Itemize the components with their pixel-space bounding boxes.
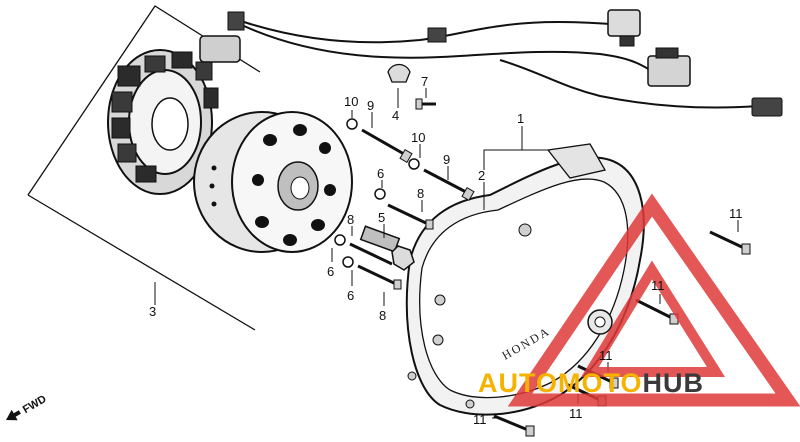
watermark-auto: AUTO	[478, 368, 558, 398]
fwd-direction-indicator: FWD	[6, 393, 49, 421]
callout-6: 6	[377, 166, 384, 181]
fwd-label: FWD	[21, 393, 49, 416]
watermark-hub: HUB	[643, 368, 705, 398]
callout-5: 5	[378, 210, 385, 225]
watermark-triangle	[507, 193, 800, 407]
callout-4: 4	[392, 108, 399, 123]
callout-6: 6	[327, 264, 334, 279]
crankcase-cover	[405, 143, 645, 416]
watermark-text: AUTOMOTOHUB	[478, 368, 704, 398]
callout-11: 11	[729, 206, 743, 221]
svg-text:AUTOMOTOHUB: AUTOMOTOHUB	[478, 368, 704, 398]
callout-11: 11	[473, 412, 487, 427]
callout-8: 8	[417, 186, 424, 201]
callout-3: 3	[149, 304, 156, 319]
stator-assembly	[27, 5, 261, 331]
callout-10: 10	[411, 130, 425, 145]
callout-11: 11	[599, 348, 613, 363]
callout-10: 10	[344, 94, 358, 109]
callout-8: 8	[347, 212, 354, 227]
callout-8: 8	[379, 308, 386, 323]
callout-9: 9	[443, 152, 450, 167]
fwd-arrow-icon	[6, 409, 21, 421]
callout-11: 11	[651, 278, 665, 293]
flywheel-rotor	[193, 111, 353, 253]
callout-11: 11	[569, 406, 583, 421]
hardware-parts	[334, 63, 751, 437]
leader-lines	[154, 88, 739, 419]
callout-6: 6	[347, 288, 354, 303]
callout-2: 2	[478, 168, 485, 183]
wire-harness	[243, 9, 783, 117]
callout-7: 7	[421, 74, 428, 89]
callout-9: 9	[367, 98, 374, 113]
callout-1: 1	[517, 111, 524, 126]
callout-labels: 1 2 3 4 5 6 6 6 7 8 8 8 9 9 10 10 11 11 …	[149, 74, 743, 427]
watermark-moto: MOTO	[558, 368, 643, 398]
